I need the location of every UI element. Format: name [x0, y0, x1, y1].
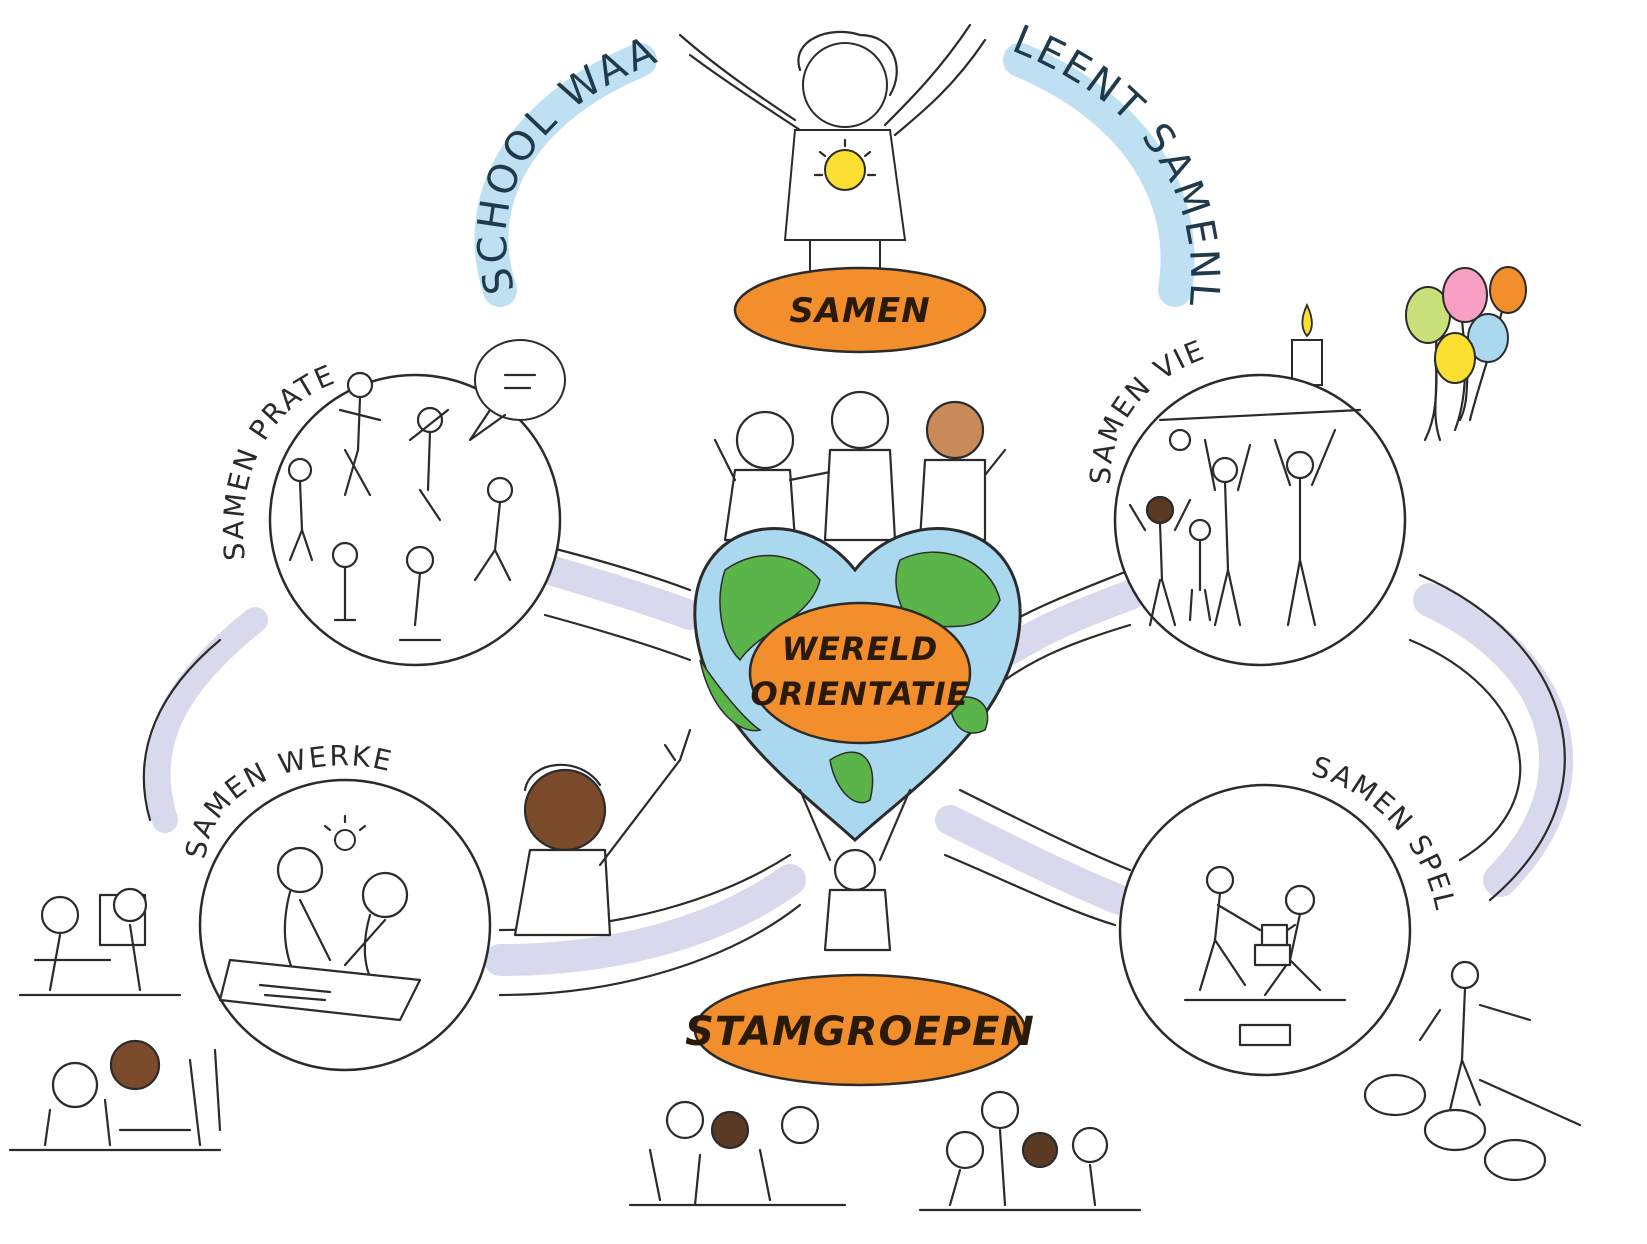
- top-figure-arms-raised: [678, 23, 987, 281]
- connector-praten-werken: [144, 607, 268, 833]
- candle-icon: [1291, 302, 1323, 386]
- spelen-figures: [1183, 865, 1347, 1047]
- werken-figures: [218, 846, 422, 1022]
- connector-praten-center: [535, 555, 705, 630]
- outer-sketch-left-bottom: [8, 1039, 222, 1152]
- circle-samen-vieren: SAMEN VIEREN: [0, 0, 1407, 667]
- wereld-orientatie-line1: WERELD: [782, 630, 939, 668]
- samen-pill: SAMEN: [733, 266, 987, 354]
- connector-center-spelen: [935, 805, 1135, 915]
- wereld-orientatie-line2: ORIENTATIE: [750, 675, 969, 713]
- samen-pill-label: SAMEN: [789, 291, 930, 331]
- connector-werken-center: [484, 864, 806, 976]
- stamgroepen-pill-label: STAMGROEPEN: [685, 1009, 1035, 1055]
- connector-bands: [144, 555, 1574, 976]
- arc-left-text: SCHOOL WAAR JE: [0, 0, 665, 299]
- thumbs-up-kid: [513, 728, 692, 937]
- outer-sketch-bottom-right-group: [918, 1090, 1142, 1212]
- outer-sketch-left-top: [18, 887, 182, 997]
- outer-sketch-bottom-left-group: [628, 1100, 847, 1207]
- center-kids-top: [713, 390, 1007, 542]
- lightbulb-icon: [323, 814, 367, 851]
- stamgroepen-pill: STAMGROEPEN: [685, 973, 1035, 1087]
- vieren-figures: [1128, 408, 1362, 627]
- circle-samen-praten: SAMEN PRATEN: [0, 0, 566, 667]
- center-child-holding: [798, 788, 912, 952]
- speech-bubble-icon: [468, 339, 566, 442]
- wereld-orientatie-pill: WERELD ORIENTATIE: [748, 601, 972, 745]
- connector-vieren-spelen: [1413, 583, 1574, 897]
- header-arc-text: SCHOOL WAAR JE LEENT SAMENLEVEN: [0, 0, 1225, 310]
- connector-vieren-center: [995, 580, 1145, 665]
- arc-right-highlight: [1003, 43, 1195, 307]
- praten-figures: [287, 371, 514, 642]
- sun-icon: [824, 149, 866, 191]
- arc-left-highlight: [474, 43, 657, 307]
- outer-sketch-hopscotch: [1363, 960, 1582, 1182]
- balloons-icon: [1405, 266, 1527, 442]
